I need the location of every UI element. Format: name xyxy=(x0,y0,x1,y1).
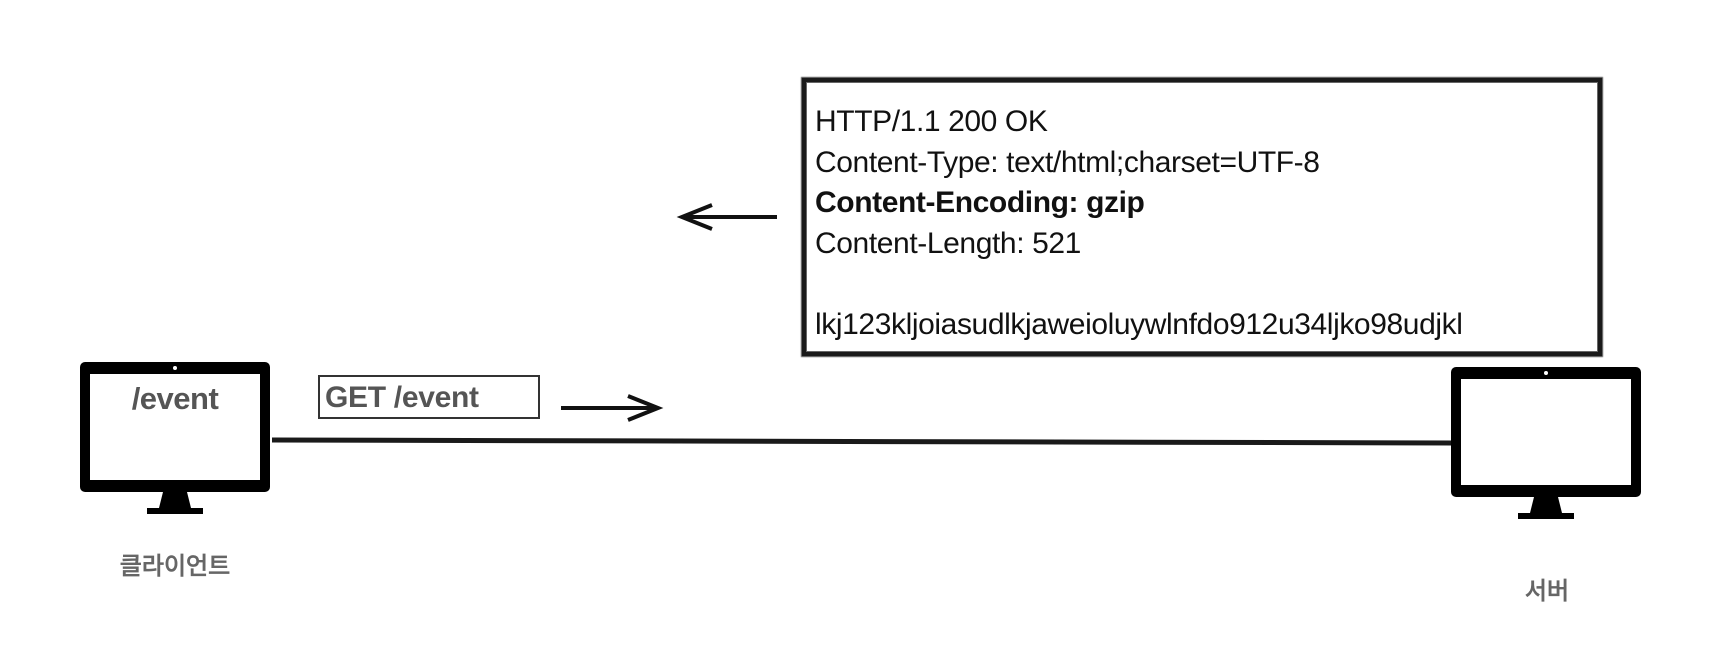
status-line: HTTP/1.1 200 OK xyxy=(815,105,1048,138)
client-monitor: /event xyxy=(80,362,270,516)
response-message: HTTP/1.1 200 OK Content-Type: text/html;… xyxy=(802,78,1602,356)
network-line xyxy=(271,437,1456,446)
header-content-encoding: Content-Encoding: gzip xyxy=(815,186,1145,219)
monitor-icon xyxy=(1451,367,1641,519)
monitor-icon xyxy=(80,362,270,514)
header-content-length: Content-Length: 521 xyxy=(815,226,1081,260)
server-monitor xyxy=(1451,367,1641,521)
response-body: lkj123kljoiasudlkjaweioluywlnfdo912u34lj… xyxy=(815,307,1463,341)
client-screen-url: /event xyxy=(131,381,219,416)
response-arrow xyxy=(676,203,777,231)
client-label: 클라이언트 xyxy=(119,552,231,580)
blank-line xyxy=(815,264,1598,305)
request-arrow xyxy=(561,394,664,422)
request-message: GET /event xyxy=(318,375,540,419)
server-label: 서버 xyxy=(1524,577,1570,605)
header-content-type: Content-Type: text/html;charset=UTF-8 xyxy=(815,145,1320,179)
